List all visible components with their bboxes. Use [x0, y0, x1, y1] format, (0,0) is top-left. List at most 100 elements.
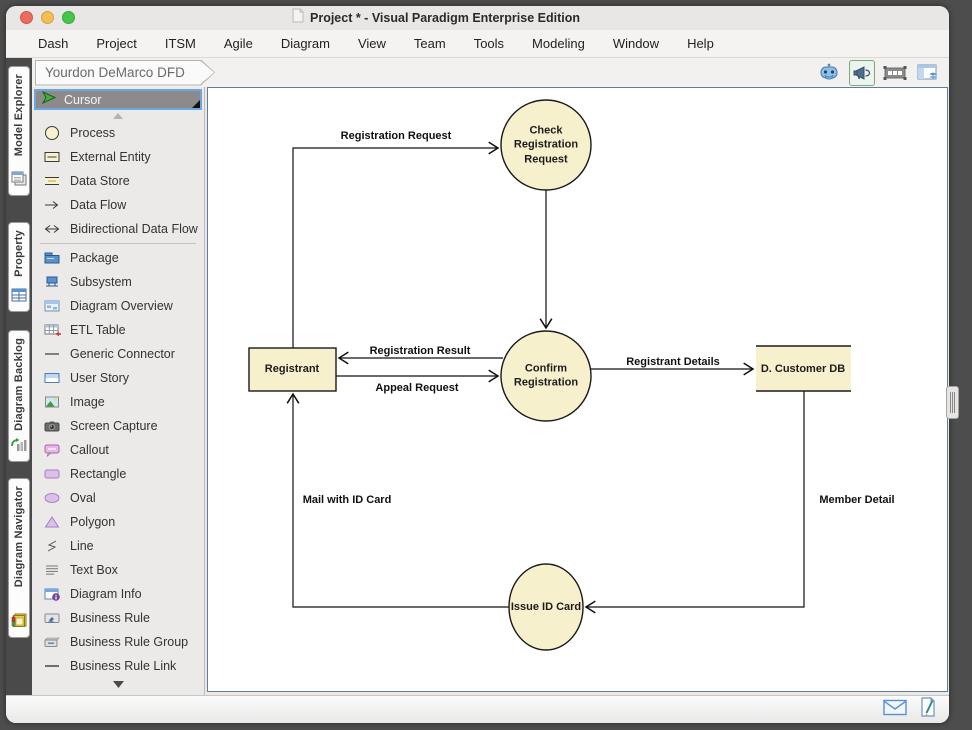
user-story-icon [42, 370, 62, 386]
mail-icon[interactable] [883, 699, 907, 721]
palette-item-screen-capture[interactable]: Screen Capture [32, 414, 204, 438]
diagram-backlog-icon [11, 437, 27, 457]
palette-item-bidirectional-data-flow[interactable]: Bidirectional Data Flow [32, 217, 204, 241]
property-icon [11, 288, 27, 307]
palette-item-diagram-info[interactable]: Diagram Info [32, 582, 204, 606]
process-label-issue: Issue ID Card [511, 600, 581, 614]
palette-item-business-rule[interactable]: Business Rule [32, 606, 204, 630]
status-bar [6, 695, 949, 723]
palette-item-package[interactable]: Package [32, 246, 204, 270]
flow-member-detail-line[interactable] [586, 391, 804, 607]
app-window: Project * - Visual Paradigm Enterprise E… [6, 6, 949, 723]
menu-dash[interactable]: Dash [24, 36, 82, 51]
diagram-tab-label: Yourdon DeMarco DFD [45, 60, 185, 86]
title-bar[interactable]: Project * - Visual Paradigm Enterprise E… [6, 6, 949, 30]
palette-item-rectangle[interactable]: Rectangle [32, 462, 204, 486]
palette-item-external-entity[interactable]: External Entity [32, 145, 204, 169]
palette-item-etl-table[interactable]: ETL Table [32, 318, 204, 342]
etl-table-icon [42, 322, 62, 338]
menu-team[interactable]: Team [400, 36, 460, 51]
tab-label: Model Explorer [13, 74, 25, 156]
flow-registration-request-line[interactable] [293, 148, 498, 348]
menu-agile[interactable]: Agile [210, 36, 267, 51]
palette-item-polygon[interactable]: Polygon [32, 510, 204, 534]
palette-item-subsystem[interactable]: Subsystem [32, 270, 204, 294]
flow-label-mail-with-id-card[interactable]: Mail with ID Card [303, 494, 392, 506]
model-explorer-icon [11, 171, 27, 191]
palette-item-process[interactable]: Process [32, 121, 204, 145]
sidebar-tab-property[interactable]: Property [8, 222, 30, 312]
palette-item-business-rule-link[interactable]: Business Rule Link [32, 654, 204, 678]
menu-modeling[interactable]: Modeling [518, 36, 599, 51]
palette-item-text-box[interactable]: Text Box [32, 558, 204, 582]
palette-item-business-rule-group[interactable]: Business Rule Group [32, 630, 204, 654]
palette-item-data-store[interactable]: Data Store [32, 169, 204, 193]
diagram-canvas[interactable]: Check Registration Request Confirm Regis… [207, 87, 948, 692]
document-edit-icon[interactable] [919, 697, 939, 722]
palette-item-generic-connector[interactable]: Generic Connector [32, 342, 204, 366]
tab-label: Diagram Navigator [13, 486, 25, 587]
entity-label-registrant: Registrant [265, 362, 319, 376]
palette-item-user-story[interactable]: User Story [32, 366, 204, 390]
process-label-confirm: Confirm Registration [505, 362, 587, 391]
business-rule-link-icon [42, 658, 62, 674]
menu-itsm[interactable]: ITSM [151, 36, 210, 51]
polygon-icon [42, 514, 62, 530]
diagram-overview-icon [42, 298, 62, 314]
palette-item-callout[interactable]: Callout [32, 438, 204, 462]
megaphone-icon[interactable] [849, 60, 875, 86]
tab-label: Property [13, 230, 25, 277]
menu-window[interactable]: Window [599, 36, 673, 51]
palette-item-line[interactable]: Line [32, 534, 204, 558]
data-store-icon [42, 173, 62, 189]
palette-cursor-tool[interactable]: Cursor [34, 89, 202, 110]
sidebar-tab-diagram-navigator[interactable]: Diagram Navigator [8, 478, 30, 638]
business-rule-icon [42, 610, 62, 626]
palette-item-data-flow[interactable]: Data Flow [32, 193, 204, 217]
cursor-tool-label: Cursor [64, 93, 102, 107]
menu-view[interactable]: View [344, 36, 400, 51]
palette-item-oval[interactable]: Oval [32, 486, 204, 510]
menu-tools[interactable]: Tools [460, 36, 518, 51]
palette-scroll-up[interactable] [32, 110, 204, 121]
sidebar-tab-model-explorer[interactable]: Model Explorer [8, 66, 30, 196]
menu-help[interactable]: Help [673, 36, 728, 51]
menu-diagram[interactable]: Diagram [267, 36, 344, 51]
flow-label-registration-result[interactable]: Registration Result [370, 345, 471, 357]
oval-icon [42, 490, 62, 506]
palette-item-diagram-overview[interactable]: Diagram Overview [32, 294, 204, 318]
flow-label-appeal-request[interactable]: Appeal Request [375, 382, 458, 394]
panel-resize-grip[interactable] [946, 386, 959, 419]
flow-label-registrant-details[interactable]: Registrant Details [626, 356, 720, 368]
process-icon [42, 125, 62, 141]
subsystem-icon [42, 274, 62, 290]
process-label-check: Check Registration Request [506, 124, 586, 167]
layout-panel-icon[interactable] [915, 60, 941, 86]
menu-project[interactable]: Project [82, 36, 150, 51]
palette-item-image[interactable]: Image [32, 390, 204, 414]
tool-palette: Cursor Process External Entity Data Stor… [32, 87, 205, 695]
assistant-robot-icon[interactable] [816, 60, 842, 86]
palette-scroll-down[interactable] [32, 678, 204, 690]
side-tab-strip: Model Explorer Property [6, 58, 32, 695]
data-flow-icon [42, 197, 62, 213]
palette-separator [40, 243, 196, 244]
flow-label-registration-request[interactable]: Registration Request [341, 130, 452, 142]
diagram-info-icon [42, 586, 62, 602]
package-icon [42, 250, 62, 266]
cursor-icon [42, 91, 57, 109]
image-icon [42, 394, 62, 410]
generic-connector-icon [42, 346, 62, 362]
rectangle-icon [42, 466, 62, 482]
screen-capture-icon [42, 418, 62, 434]
callout-icon [42, 442, 62, 458]
business-rule-group-icon [42, 634, 62, 650]
diagram-toolbar: Yourdon DeMarco DFD [32, 58, 949, 87]
store-label-customer-db: D. Customer DB [761, 362, 845, 376]
diagram-breadcrumb-tab[interactable]: Yourdon DeMarco DFD [35, 60, 215, 86]
presentation-frame-icon[interactable] [882, 60, 908, 86]
text-box-icon [42, 562, 62, 578]
diagram-navigator-icon [11, 613, 27, 633]
flow-label-member-detail[interactable]: Member Detail [819, 494, 894, 506]
sidebar-tab-diagram-backlog[interactable]: Diagram Backlog [8, 330, 30, 462]
